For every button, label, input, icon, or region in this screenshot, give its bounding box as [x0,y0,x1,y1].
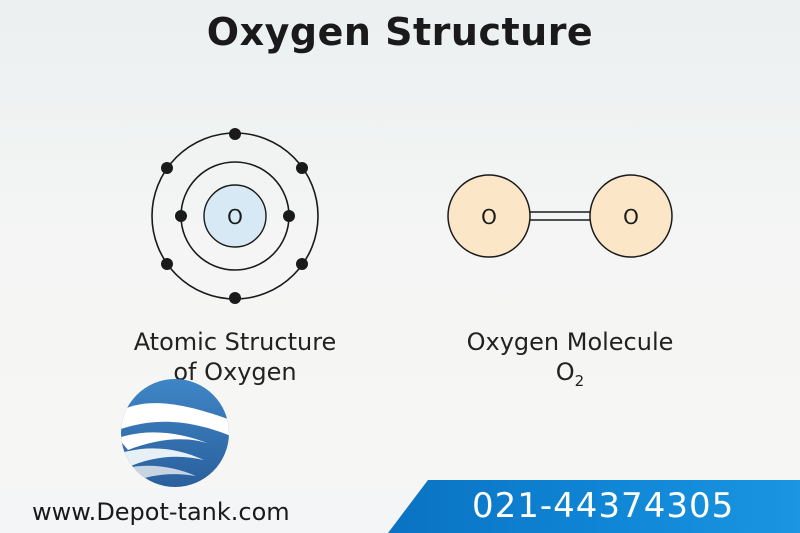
website-link[interactable]: www.Depot-tank.com [32,498,290,526]
molecule-caption-line1: Oxygen Molecule [466,328,674,356]
nucleus-label: O [227,205,243,229]
atom-label: O [623,205,639,229]
atom-caption: Atomic Structure of Oxygen [110,327,360,387]
electron [161,162,173,174]
oxygen-atom [589,174,673,258]
electron [229,292,241,304]
molecule-diagram: O O [447,174,673,258]
oxygen-atom [447,174,531,258]
formula-subscript: 2 [574,371,585,390]
electron [283,210,295,222]
atom-diagram: O [151,128,319,304]
nucleus [203,184,267,248]
molecule-formula: O2 [440,357,700,396]
atom-caption-line2: of Oxygen [173,358,297,386]
electron [161,258,173,270]
atom-label: O [481,205,497,229]
electron [296,162,308,174]
footer-phone-band [388,480,800,533]
formula-base: O [555,358,575,386]
electron [296,258,308,270]
wave-logo-icon [121,379,229,487]
electron [229,128,241,140]
molecule-caption: Oxygen Molecule O2 [440,327,700,396]
page-title: Oxygen Structure [206,10,594,54]
atom-caption-line1: Atomic Structure [133,328,337,356]
phone-number: 021-44374305 [472,486,735,526]
electron [175,210,187,222]
footer-left-band [0,488,440,533]
